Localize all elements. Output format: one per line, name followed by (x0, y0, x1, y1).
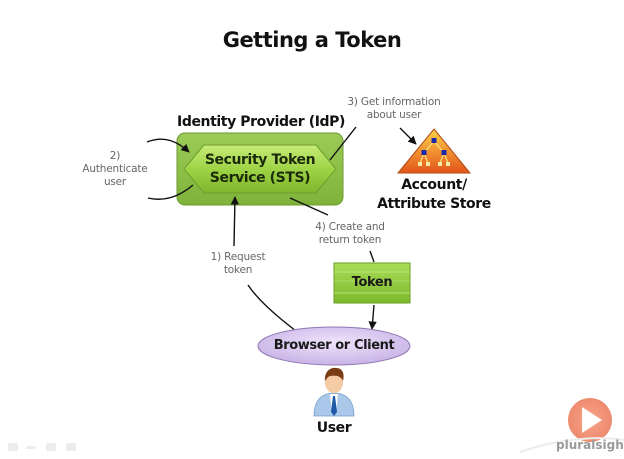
line-label-to-token (369, 250, 375, 263)
arrow-authenticate-out (147, 184, 194, 200)
sts-label-line1: Security Token (204, 152, 316, 168)
step2-line3: user (103, 176, 127, 188)
token-box[interactable] (333, 262, 411, 304)
line-client-to-request (247, 284, 297, 332)
step4-label: 4) Create and return token (300, 221, 400, 247)
arrow-request-to-sts (230, 196, 240, 247)
user-icon (313, 367, 355, 417)
arrow-authenticate-in (146, 138, 190, 153)
client-label: Browser or Client (273, 338, 395, 353)
prev-slide-icon[interactable] (8, 443, 18, 451)
token-label: Token (351, 275, 393, 290)
sts-label-line2: Service (STS) (209, 170, 311, 186)
play-icon[interactable] (568, 398, 612, 442)
line-create-token (289, 197, 329, 216)
step3-label: 3) Get information about user (334, 96, 454, 122)
step4-line1: 4) Create and (315, 221, 385, 233)
store-label-line2: Attribute Store (377, 196, 491, 212)
step4-line2: return token (318, 234, 382, 246)
step3-line1: 3) Get information (347, 96, 441, 108)
logo-swoosh (519, 437, 624, 453)
step3-line2: about user (366, 109, 422, 121)
arrow-token-to-client (368, 304, 377, 330)
arrow-to-store (399, 127, 417, 145)
user-label: User (316, 420, 352, 436)
step1-line1: 1) Request (210, 251, 266, 263)
menu-icon[interactable] (46, 443, 56, 451)
step1-line2: token (223, 264, 253, 276)
account-store-icon (396, 128, 472, 174)
account-store-label: Account/ Attribute Store (374, 176, 494, 214)
step2-line1: 2) (109, 150, 121, 162)
pluralsight-logo: pluralsight (556, 438, 624, 452)
step2-label: 2) Authenticate user (72, 150, 158, 189)
slide-title: Getting a Token (222, 28, 402, 52)
step2-line2: Authenticate (82, 163, 148, 175)
client-ellipse[interactable] (257, 326, 411, 366)
step1-label: 1) Request token (196, 251, 280, 277)
sts-hexagon[interactable] (183, 144, 337, 194)
idp-label: Identity Provider (IdP) (177, 114, 345, 130)
store-label-line1: Account/ (401, 177, 467, 193)
sts-label: Security Token Service (STS) (200, 151, 320, 187)
next-slide-icon[interactable] (66, 443, 76, 451)
line-get-info (329, 126, 357, 161)
